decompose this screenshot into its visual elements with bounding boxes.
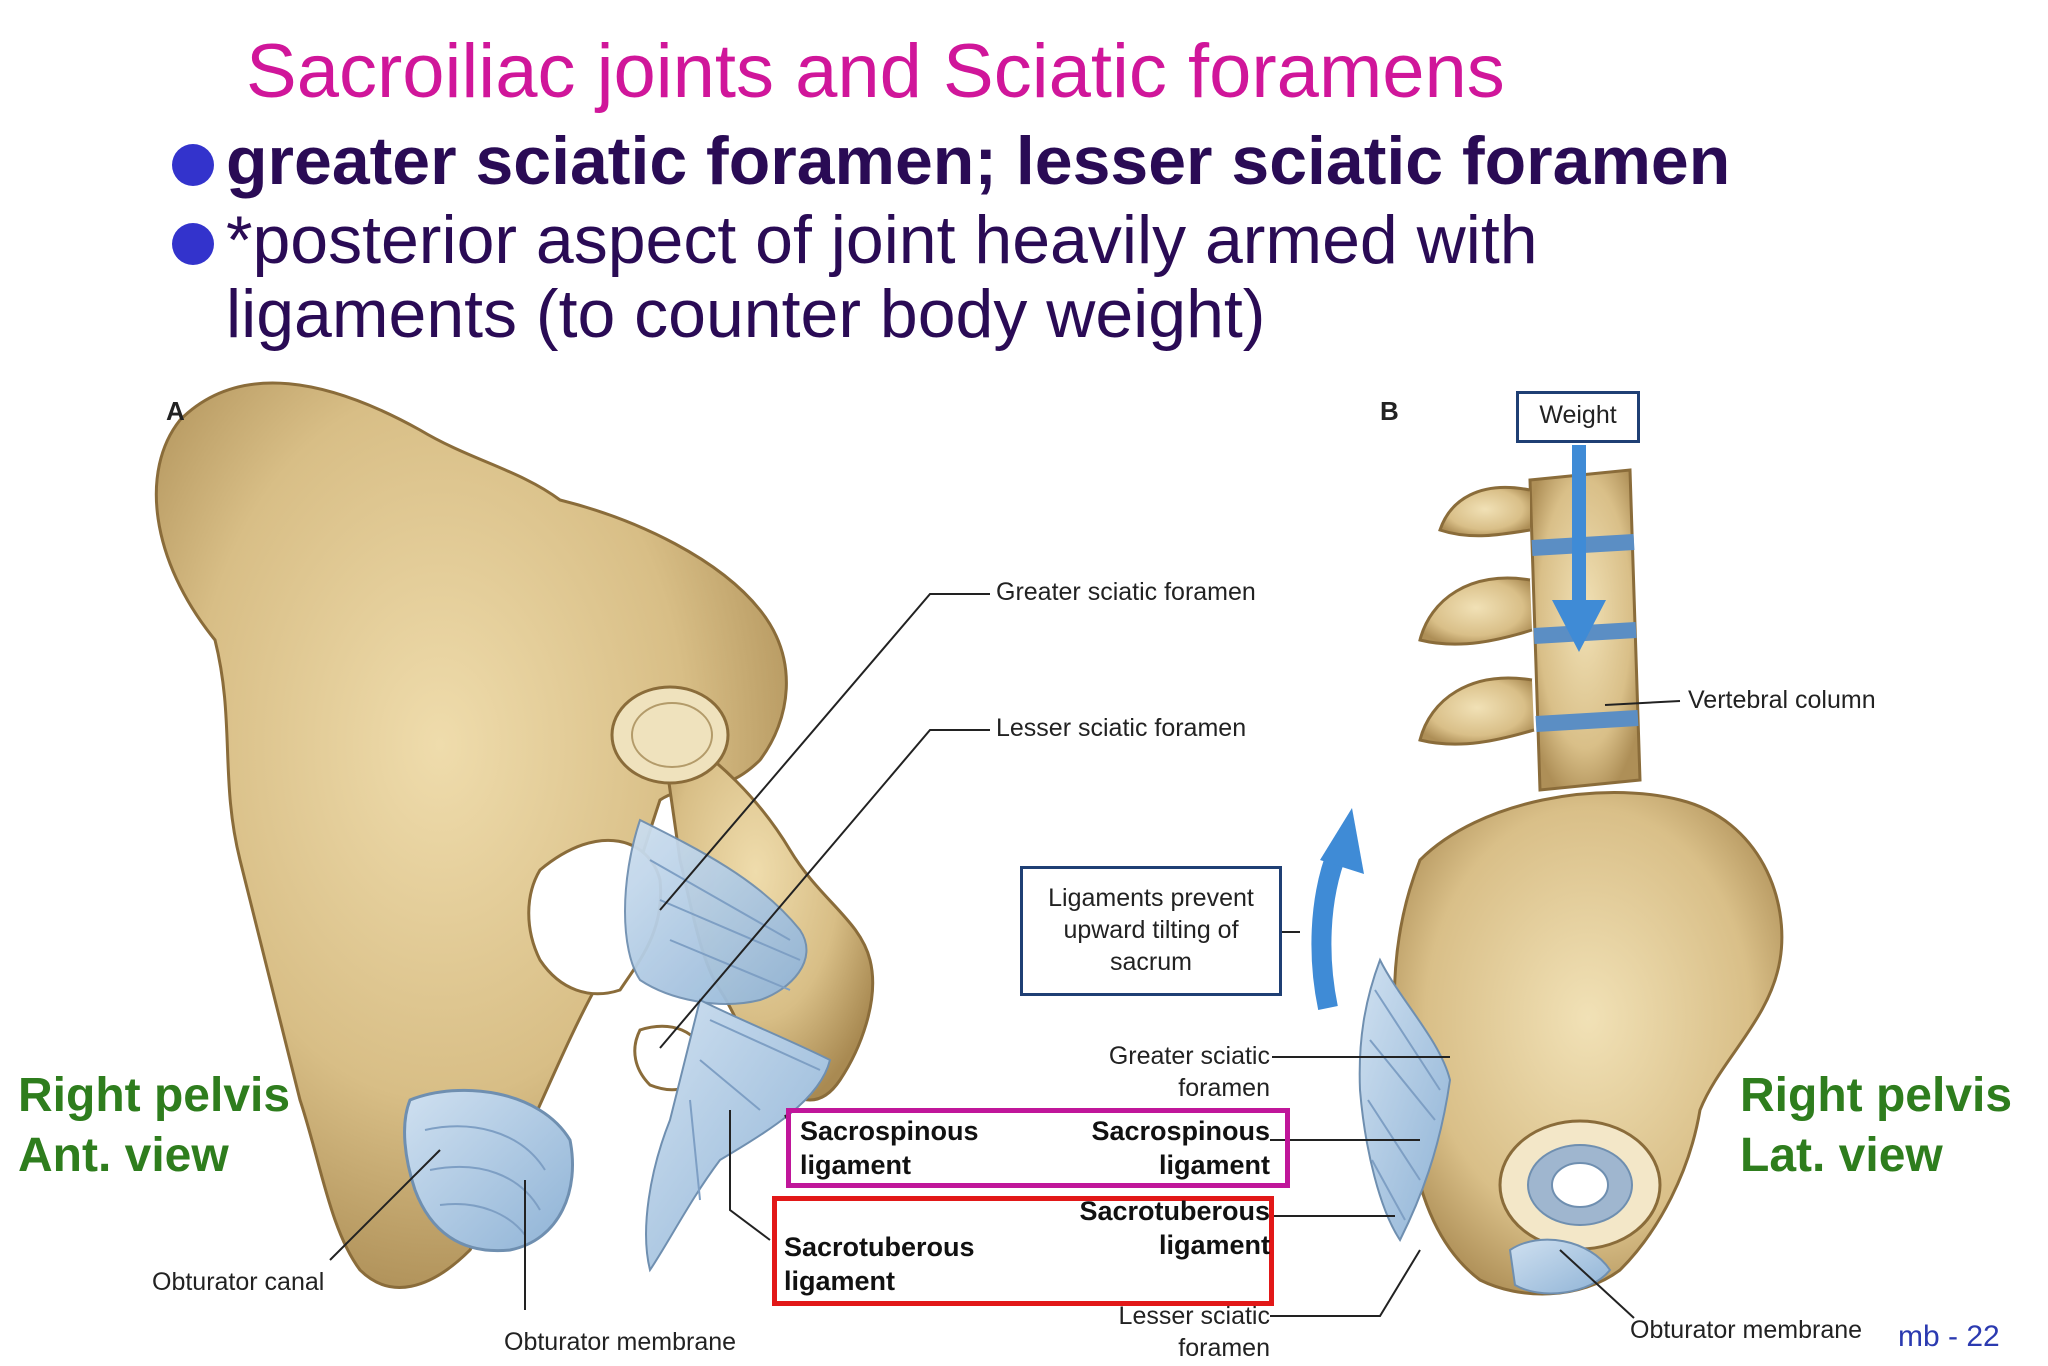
panel-b-leader-lines (1270, 700, 1681, 1319)
slide-footer-page-number: mb - 22 (1898, 1320, 2000, 1353)
label-line: ligament (784, 1266, 896, 1296)
label-sacrospinous-b: Sacrospinous ligament (1060, 1114, 1270, 1182)
label-line: foramen (1178, 1334, 1270, 1362)
label-obturator-membrane-a: Obturator membrane (504, 1328, 737, 1356)
label-lesser-sciatic-foramen-b: Lesser sciatic foramen (1040, 1300, 1270, 1364)
label-line: ligament (800, 1150, 912, 1180)
label-line: Greater sciatic (1108, 1042, 1270, 1070)
label-obturator-membrane-b: Obturator membrane (1630, 1316, 1863, 1344)
sacrotuberous-highlight-box (772, 1196, 1274, 1306)
ligaments-callout-box (1020, 866, 1282, 996)
panel-b-ligaments (1358, 957, 1452, 1242)
label-sacrospinous-a: Sacrospinous ligament (800, 1114, 979, 1182)
label-line: Sacrospinous (800, 1116, 979, 1146)
bullet-item-2: *posterior aspect of joint heavily armed… (172, 203, 1538, 351)
label-line: foramen (1178, 1074, 1270, 1102)
sacrospinous-highlight-box (786, 1108, 1290, 1188)
bullet-text: greater sciatic foramen; lesser sciatic … (226, 123, 1731, 199)
label-line: Sacrotuberous (784, 1232, 975, 1262)
label-greater-sciatic-foramen-a: Greater sciatic foramen (996, 578, 1256, 606)
label-ligaments-prevent: Ligaments prevent upward tilting of sacr… (1020, 882, 1282, 978)
left-side-label: Right pelvis Ant. view (18, 1066, 290, 1186)
label-line: sacrum (1110, 948, 1192, 976)
bullet-item-1: greater sciatic foramen; lesser sciatic … (172, 124, 1730, 198)
bullet-dot-icon (172, 144, 214, 186)
bullet-text-line-2: ligaments (to counter body weight) (226, 276, 1266, 352)
bullet-text-line-1: *posterior aspect of joint heavily armed… (226, 202, 1538, 278)
label-line: Lesser sciatic (1118, 1302, 1270, 1330)
panel-b-vertebral-column (1418, 468, 1642, 792)
weight-arrow (1552, 445, 1606, 652)
label-weight: Weight (1539, 401, 1617, 429)
panel-a-ligaments (624, 818, 832, 1273)
label-line: ligament (1158, 1230, 1270, 1260)
label-vertebral-column: Vertebral column (1688, 686, 1876, 714)
right-side-label-line-1: Right pelvis (1740, 1069, 2013, 1122)
label-line: ligament (1158, 1150, 1270, 1180)
left-side-label-line-1: Right pelvis (18, 1069, 291, 1122)
panel-b-pelvis-bone (1392, 791, 1784, 1296)
label-sacrotuberous-b: Sacrotuberous ligament (1040, 1194, 1270, 1262)
bullet-text: *posterior aspect of joint heavily armed… (226, 203, 1538, 351)
bullet-dot-icon (172, 223, 214, 265)
panel-a-leader-lines (329, 593, 990, 1310)
upward-tilt-arrow (1311, 808, 1364, 1011)
left-side-label-line-2: Ant. view (18, 1129, 229, 1182)
label-sacrotuberous-a: Sacrotuberous ligament (784, 1230, 975, 1298)
right-side-label: Right pelvis Lat. view (1740, 1066, 2012, 1186)
right-side-label-line-2: Lat. view (1740, 1129, 1943, 1182)
slide-title: Sacroiliac joints and Sciatic foramens (246, 29, 1505, 114)
label-line: upward tilting of (1063, 916, 1239, 944)
panel-b-letter: B (1380, 396, 1399, 426)
label-line: Ligaments prevent (1048, 884, 1254, 912)
label-line: Sacrospinous (1091, 1116, 1270, 1146)
weight-callout-box (1516, 391, 1640, 443)
label-greater-sciatic-foramen-b: Greater sciatic foramen (1040, 1040, 1270, 1104)
label-lesser-sciatic-foramen-a: Lesser sciatic foramen (996, 714, 1247, 742)
label-obturator-canal: Obturator canal (152, 1268, 325, 1296)
panel-a-letter: A (166, 396, 185, 426)
label-line: Sacrotuberous (1079, 1196, 1270, 1226)
